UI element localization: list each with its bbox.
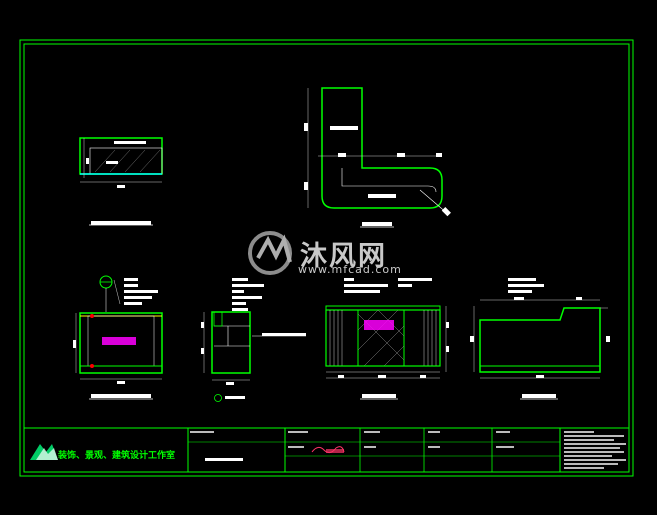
- outer-frame: [19, 39, 634, 477]
- elevation-right: [470, 278, 610, 400]
- watermark-url: www.mfcad.com: [298, 263, 402, 276]
- elevation-front: [73, 275, 163, 400]
- plan-view-l-counter: [304, 87, 451, 228]
- title-block: [24, 427, 629, 472]
- watermark-logo-icon: [248, 231, 292, 275]
- elevation-center: [325, 278, 449, 400]
- plan-view-top-left: [79, 137, 163, 226]
- section-view: [201, 278, 306, 402]
- watermark-text: 沐风网: [300, 241, 387, 272]
- firm-name: 装饰、景观、建筑设计工作室: [58, 451, 176, 461]
- firm-logo-icon: [30, 444, 58, 460]
- inner-frame: [23, 43, 630, 473]
